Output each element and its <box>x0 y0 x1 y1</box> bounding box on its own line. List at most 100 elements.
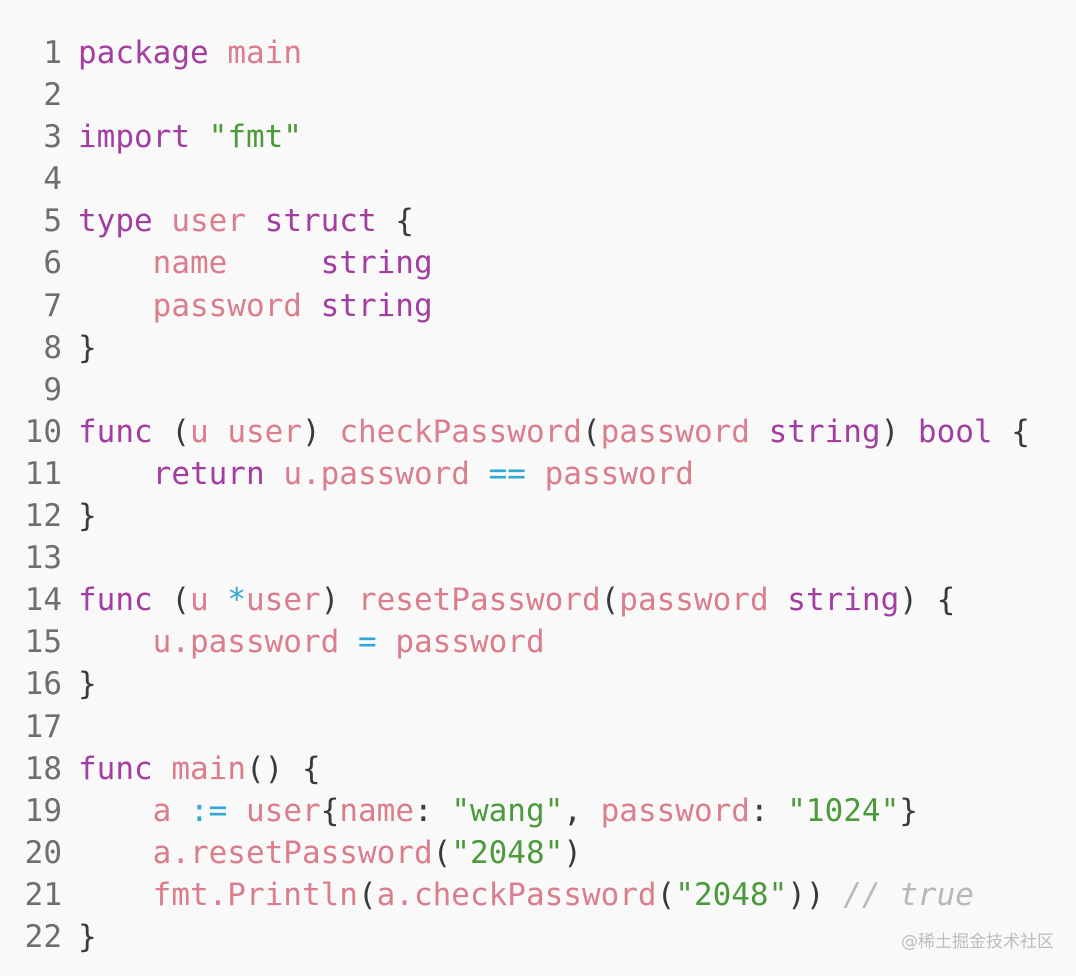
code-text: } <box>78 495 97 537</box>
line-number: 18 <box>24 750 62 787</box>
code-line: 22} <box>0 916 1076 958</box>
code-text: } <box>78 916 97 958</box>
line-number: 7 <box>43 287 62 324</box>
code-token <box>227 793 246 829</box>
code-token <box>470 456 489 492</box>
code-token: : <box>413 792 452 829</box>
code-token: main <box>171 750 246 787</box>
code-token: } <box>78 498 97 535</box>
code-text: } <box>78 663 97 705</box>
code-text: a.resetPassword("2048") <box>78 832 582 874</box>
code-token: , <box>563 792 601 829</box>
code-token <box>78 245 153 281</box>
code-token: { <box>992 413 1030 450</box>
code-token: user <box>171 203 246 240</box>
code-token: password <box>600 792 750 829</box>
code-token: ( <box>152 582 190 619</box>
code-token: package <box>78 35 209 71</box>
code-line: 7 password string <box>0 285 1076 327</box>
code-token: = <box>357 624 377 661</box>
code-text: import "fmt" <box>78 116 302 158</box>
code-text: return u.password == password <box>78 453 694 495</box>
code-token: ) <box>320 582 358 619</box>
code-text: func (u user) checkPassword(password str… <box>78 411 1030 453</box>
code-line: 2 <box>0 74 1076 116</box>
code-text: type user struct { <box>78 200 414 242</box>
line-number: 8 <box>43 329 62 366</box>
code-token <box>78 624 153 660</box>
code-token <box>209 414 228 450</box>
code-line: 17 <box>0 706 1076 748</box>
code-line: 11 return u.password == password <box>0 453 1076 495</box>
code-token: ( <box>656 876 676 913</box>
code-token <box>78 835 153 871</box>
code-token <box>78 793 153 829</box>
code-line: 12} <box>0 495 1076 537</box>
code-token: import <box>78 119 190 156</box>
code-token <box>78 877 153 913</box>
code-line: 15 u.password = password <box>0 621 1076 663</box>
code-token: u <box>189 413 209 450</box>
line-number: 20 <box>24 834 62 871</box>
code-token <box>209 35 228 71</box>
code-token: a.resetPassword <box>152 834 433 871</box>
code-token: () { <box>245 750 321 787</box>
code-token: type <box>78 203 153 240</box>
code-line: 19 a := user{name: "wang", password: "10… <box>0 790 1076 832</box>
code-token <box>339 624 358 660</box>
code-token: a.checkPassword <box>376 876 657 913</box>
code-token: { <box>376 203 414 240</box>
line-number: 5 <box>43 203 62 240</box>
code-token: string <box>320 287 433 324</box>
line-number: 15 <box>24 624 62 661</box>
line-number: 3 <box>43 119 62 156</box>
code-token: u <box>189 582 209 619</box>
code-token <box>78 288 153 324</box>
code-text: func (u *user) resetPassword(password st… <box>78 579 955 621</box>
code-token: } <box>78 329 97 366</box>
code-token <box>302 288 321 324</box>
code-token: func <box>78 750 153 787</box>
line-number: 21 <box>24 876 62 913</box>
code-text: func main() { <box>78 748 321 790</box>
code-token: u.password <box>152 624 340 661</box>
code-token: fmt.Println <box>152 876 358 913</box>
code-token: string <box>768 413 881 450</box>
code-token: ) { <box>899 582 956 619</box>
line-number: 12 <box>24 498 62 535</box>
code-token: func <box>78 413 153 450</box>
code-token: user <box>246 582 321 619</box>
code-text: fmt.Println(a.checkPassword("2048")) // … <box>78 874 974 916</box>
code-token <box>78 456 153 492</box>
code-token: : <box>749 792 788 829</box>
line-number: 22 <box>24 918 62 955</box>
code-token <box>209 582 228 618</box>
code-line: 4 <box>0 158 1076 200</box>
code-token: ( <box>600 582 620 619</box>
line-number: 19 <box>24 792 62 829</box>
code-token: bool <box>917 413 993 450</box>
code-token <box>750 414 769 450</box>
code-line: 9 <box>0 369 1076 411</box>
code-line: 21 fmt.Println(a.checkPassword("2048")) … <box>0 874 1076 916</box>
code-token <box>153 203 172 239</box>
code-token: == <box>488 455 526 492</box>
code-token: ( <box>357 876 377 913</box>
code-token: resetPassword <box>357 582 601 619</box>
code-token <box>377 624 396 660</box>
code-token: { <box>320 792 340 829</box>
line-number: 13 <box>24 540 62 577</box>
code-token: "2048" <box>451 834 564 871</box>
code-line: 6 name string <box>0 242 1076 284</box>
code-line: 3 import "fmt" <box>0 116 1076 158</box>
code-token: // true <box>843 876 974 913</box>
code-text: package main <box>78 32 302 74</box>
code-token: "wang" <box>451 792 564 829</box>
line-number: 11 <box>24 455 62 492</box>
code-token: password <box>395 624 545 661</box>
line-number: 16 <box>24 666 62 703</box>
code-token: user <box>246 792 321 829</box>
code-token <box>526 456 545 492</box>
